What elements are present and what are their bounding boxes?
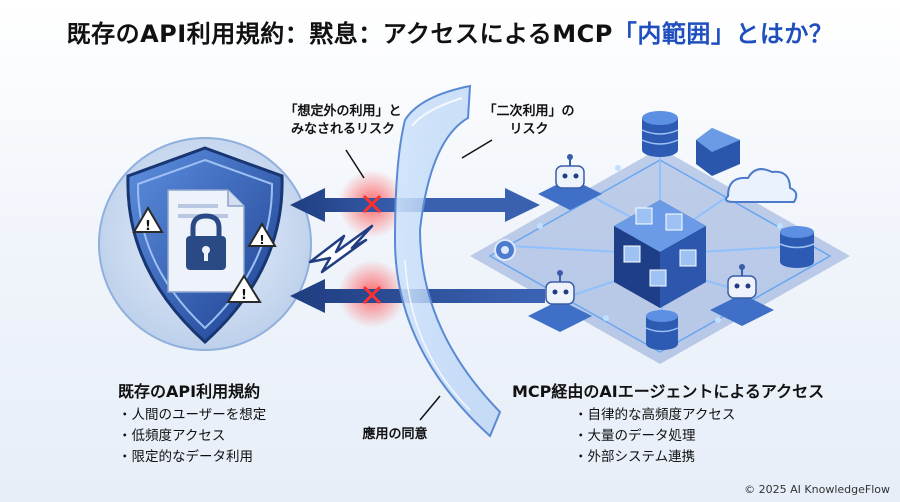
cloud-icon bbox=[725, 168, 798, 203]
risk-unintended-label: 「想定外の利用」と みなされるリスク bbox=[268, 103, 418, 139]
list-item: 自律的な高頻度アクセス bbox=[574, 405, 736, 426]
gear-icon bbox=[494, 239, 516, 261]
svg-text:!: ! bbox=[241, 288, 247, 303]
right-heading: MCP経由のAIエージェントによるアクセス bbox=[512, 382, 825, 401]
robot-icon bbox=[538, 154, 602, 210]
page-title: 既存のAPI利用規約：黙息：アクセスによるMCP「内範囲」とはか？ bbox=[0, 14, 900, 49]
left-bullet-list: 人間のユーザーを想定 低頻度アクセス 限定的なデータ利用 bbox=[118, 405, 267, 468]
risk-secondary-line2: リスク bbox=[509, 122, 549, 137]
risk-unintended-line2: みなされるリスク bbox=[290, 122, 395, 137]
right-bullet-list: 自律的な高頻度アクセス 大量のデータ処理 外部システム連携 bbox=[574, 405, 736, 468]
list-item: 大量のデータ処理 bbox=[574, 426, 735, 447]
database-icon bbox=[779, 226, 815, 268]
risk-secondary-label: 「二次利用」の リスク bbox=[474, 103, 584, 139]
ai-network-platform bbox=[470, 111, 850, 364]
robot-icon bbox=[710, 264, 774, 326]
cube-network-icon bbox=[614, 200, 706, 308]
lock-icon bbox=[186, 213, 226, 270]
robot-icon bbox=[528, 270, 592, 332]
risk-unintended-line1: 「想定外の利用」と bbox=[284, 104, 402, 119]
warning-icon: ! ! ! bbox=[132, 206, 277, 303]
list-item: 限定的なデータ利用 bbox=[118, 447, 266, 468]
list-item: 外部システム連携 bbox=[574, 447, 735, 468]
leader-line bbox=[461, 139, 493, 159]
database-icon bbox=[641, 111, 679, 157]
risk-secondary-line1: 「二次利用」の bbox=[483, 104, 575, 119]
list-item: 低頻度アクセス bbox=[118, 426, 266, 447]
leader-line bbox=[345, 149, 365, 179]
title-main: 既存のAPI利用規約：黙息：アクセスによるMCP bbox=[66, 20, 613, 48]
copyright: © 2025 AI KnowledgeFlow bbox=[744, 483, 890, 496]
svg-text:!: ! bbox=[145, 219, 151, 234]
left-heading: 既存のAPI利用規約 bbox=[118, 382, 261, 401]
title-accent: 「内範囲」とはか？ bbox=[612, 20, 834, 48]
shield-group: ! ! ! bbox=[98, 137, 312, 351]
database-icon bbox=[645, 310, 679, 350]
leader-line bbox=[419, 395, 441, 421]
server-icon bbox=[696, 128, 740, 176]
svg-text:!: ! bbox=[259, 233, 264, 247]
list-item: 人間のユーザーを想定 bbox=[118, 405, 267, 426]
glass-barrier bbox=[393, 84, 502, 438]
consent-label: 應用の同意 bbox=[362, 427, 428, 442]
